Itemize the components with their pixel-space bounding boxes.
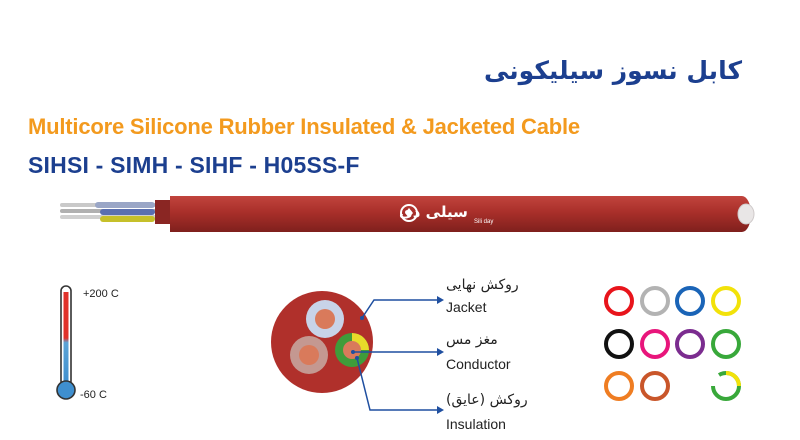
thermometer-icon [56, 285, 76, 400]
callout-lines [353, 299, 437, 411]
brand-name: سیلی دی [399, 203, 468, 221]
temperature-low: -60 C [80, 389, 107, 401]
brand-logo [400, 204, 418, 222]
swatch-yellow [711, 286, 741, 316]
swatch-black [604, 329, 634, 359]
swatch-orange [604, 371, 634, 401]
insulation-label-en: Insulation [446, 416, 506, 432]
swatch-blue [675, 286, 705, 316]
insulation-label-fa: روکش (عایق) [446, 392, 528, 408]
cable-side-view [60, 196, 755, 232]
conductor-label-en: Conductor [446, 356, 511, 372]
core-color-swatches [604, 286, 741, 401]
swatch-grey [640, 286, 670, 316]
jacket-label-fa: روکش نهایی [446, 277, 519, 293]
conductor-label-fa: مغز مس [446, 332, 498, 348]
swatch-green [711, 329, 741, 359]
swatch-purple [675, 329, 705, 359]
callout-arrowheads [351, 296, 444, 414]
temperature-high: +200 C [83, 288, 119, 300]
cable-codes: SIHSI - SIMH - SIHF - H05SS-F [28, 152, 360, 178]
brand-subtitle: Sili day [474, 219, 494, 225]
jacket-label-en: Jacket [446, 299, 487, 315]
swatch-red [604, 286, 634, 316]
title-persian: کابل نسوز سیلیکونی [483, 56, 742, 85]
swatch-pink [640, 329, 670, 359]
swatch-brown [640, 371, 670, 401]
title-english: Multicore Silicone Rubber Insulated & Ja… [28, 114, 580, 139]
cable-cross-section [271, 291, 373, 393]
